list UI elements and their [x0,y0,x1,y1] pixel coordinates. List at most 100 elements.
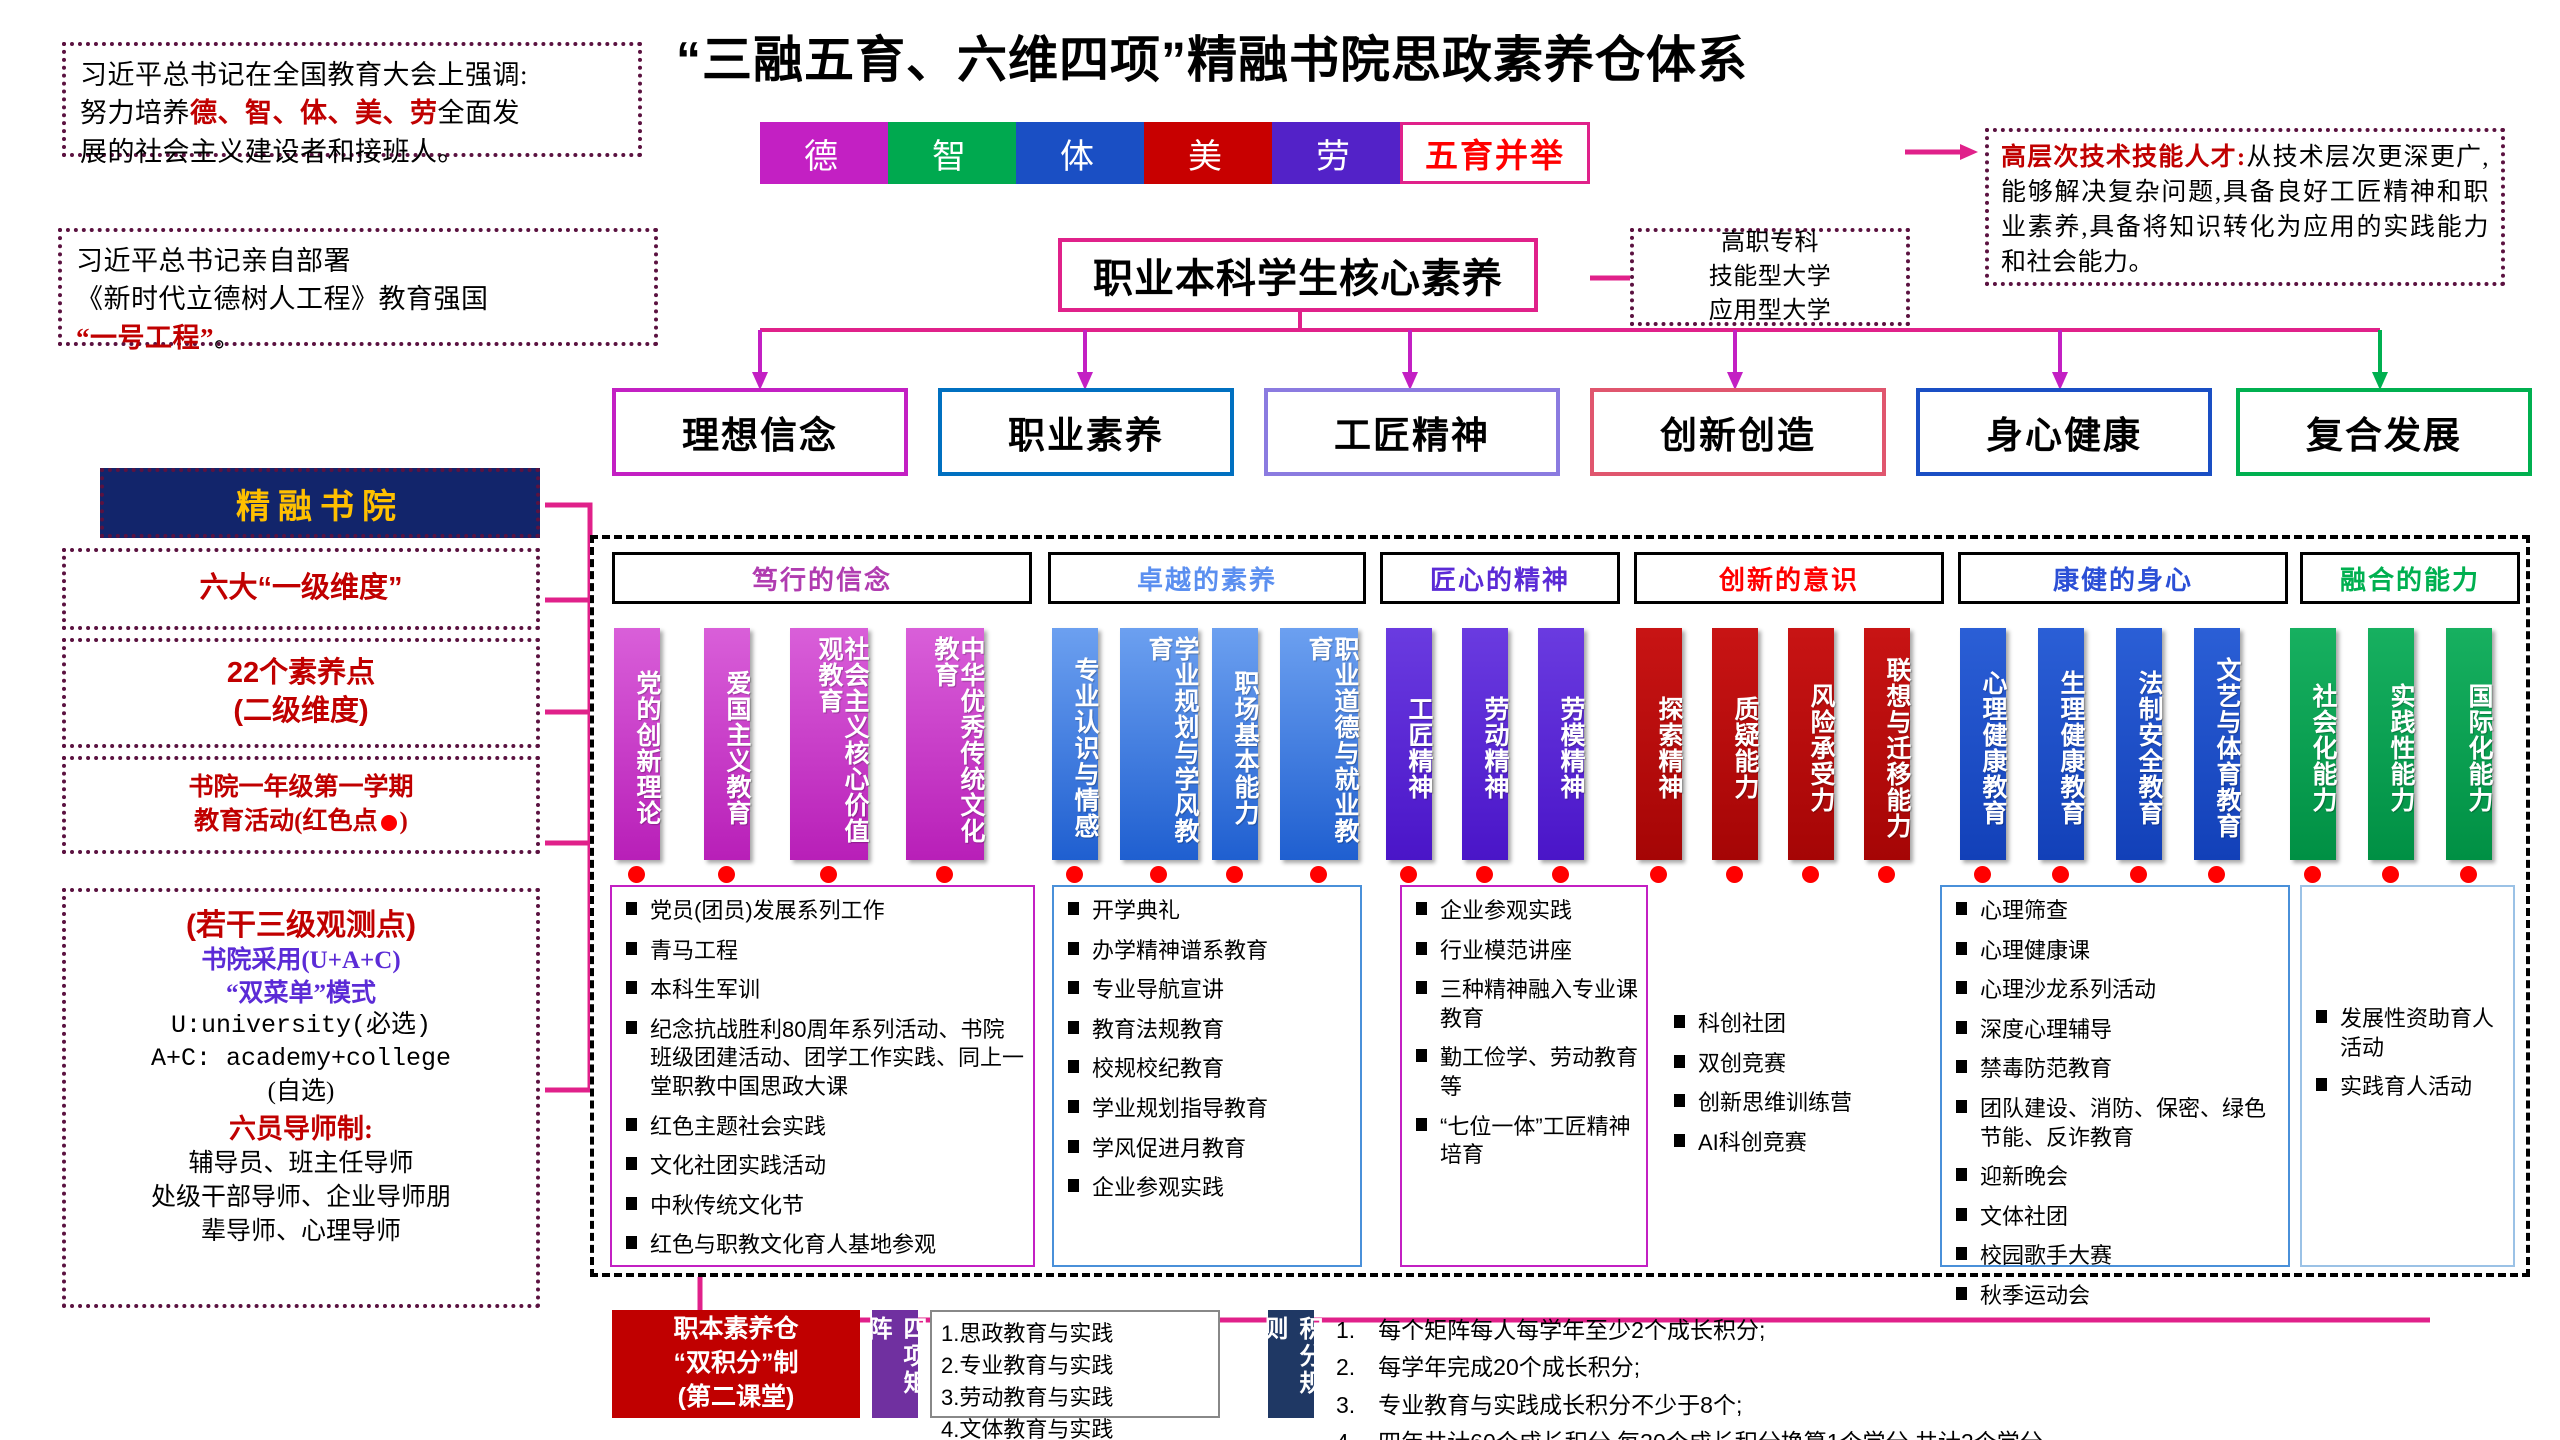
competency-bar-labor-spirit[interactable]: 劳动精神 [1462,628,1509,860]
list-item[interactable]: 禁毒防范教育 [1952,1055,2280,1084]
list-item[interactable]: 秋季运动会 [1952,1282,2280,1311]
competency-bar-socialization[interactable]: 社会化能力 [2290,628,2337,860]
competency-bar-legal-safety[interactable]: 法制安全教育 [2116,628,2163,860]
dimension-box-ideals[interactable]: 理想信念 [612,388,908,476]
dimension-box-professional[interactable]: 职业素养 [938,388,1234,476]
list-item[interactable]: 勤工俭学、劳动教育等 [1412,1044,1638,1101]
competency-bar-internationalization[interactable]: 国际化能力 [2446,628,2493,860]
footer-matrix-label: 四项矩阵 [864,1310,926,1418]
dimension-box-craftsmanship[interactable]: 工匠精神 [1264,388,1560,476]
competency-bar-practical-ability[interactable]: 实践性能力 [2368,628,2415,860]
list-item[interactable]: 心理沙龙系列活动 [1952,976,2280,1005]
competency-bar-risk-tolerance[interactable]: 风险承受力 [1788,628,1835,860]
list-item[interactable]: 党员(团员)发展系列工作 [622,897,1025,926]
list-item[interactable]: 开学典礼 [1064,897,1352,926]
list-item-label: 文化社团实践活动 [650,1153,827,1179]
group-header-innovation[interactable]: 创新的意识 [1634,552,1944,604]
list-item[interactable]: 学风促进月教育 [1064,1135,1352,1164]
quote-line-2-post: 全面发 [437,98,520,129]
competency-bar-physical-health[interactable]: 生理健康教育 [2038,628,2085,860]
bullet-square-icon [1068,902,1079,915]
competency-bar-traditional-culture[interactable]: 中华优秀传统文化教育 [906,628,985,860]
five-edu-cell-ti[interactable]: 体 [1016,122,1144,184]
list-item[interactable]: 校园歌手大赛 [1952,1242,2280,1271]
list-item[interactable]: 专业导航宣讲 [1064,976,1352,1005]
bullet-square-icon [1956,981,1967,995]
five-edu-cell-mei[interactable]: 美 [1144,122,1272,184]
footer-double-credit-box[interactable]: 职本素养仓 “双积分”制 (第二课堂) [612,1310,860,1418]
list-item[interactable]: 中秋传统文化节 [622,1192,1025,1221]
matrix-item: 1.思政教育与实践 [941,1321,1114,1346]
list-item[interactable]: AI科创竞赛 [1670,1129,1910,1158]
list-item[interactable]: 企业参观实践 [1064,1174,1352,1203]
list-item[interactable]: 迎新晚会 [1952,1163,2280,1192]
quote-line-2-highlight: 德、智、体、美、劳 [190,98,438,129]
competency-bar-association-transfer[interactable]: 联想与迁移能力 [1864,628,1911,860]
competency-bar-model-worker-spirit[interactable]: 劳模精神 [1538,628,1585,860]
list-item[interactable]: “七位一体”工匠精神培育 [1412,1113,1638,1170]
group-header-belief[interactable]: 笃行的信念 [612,552,1032,604]
dimension-box-health[interactable]: 身心健康 [1916,388,2212,476]
bullet-square-icon [1068,1139,1079,1153]
list-item[interactable]: 本科生军训 [622,976,1025,1005]
list-item[interactable]: 文化社团实践活动 [622,1152,1025,1181]
list-item-label: 校园歌手大赛 [1980,1243,2113,1269]
quote-line-1: 习近平总书记在全国教育大会上强调: [80,60,529,90]
five-edu-cell-zhi[interactable]: 智 [888,122,1016,184]
list-item[interactable]: 教育法规教育 [1064,1016,1352,1045]
page-title: “三融五育、六维四项”精融书院思政素养仓体系 [676,32,1748,88]
list-item[interactable]: 红色与职教文化育人基地参观 [622,1231,1025,1260]
list-item[interactable]: 企业参观实践 [1412,897,1638,926]
competency-bar-craftsman-spirit[interactable]: 工匠精神 [1386,628,1433,860]
sidebar-level1-box: 六大“一级维度” [62,548,540,630]
red-dot-icon [1400,866,1417,883]
list-item[interactable]: 科创社团 [1670,1010,1910,1039]
sidebar-term-line2: 教育活动(红色点) [194,805,408,839]
group-header-quality[interactable]: 卓越的素养 [1048,552,1366,604]
core-competency-box[interactable]: 职业本科学生核心素养 [1058,238,1538,312]
list-item[interactable]: 发展性资助育人活动 [2312,1005,2505,1062]
dimension-box-composite[interactable]: 复合发展 [2236,388,2532,476]
list-item[interactable]: 双创竞赛 [1670,1050,1910,1079]
list-item[interactable]: 心理筛查 [1952,897,2280,926]
list-item[interactable]: 纪念抗战胜利80周年系列活动、书院班级团建活动、团学工作实践、同上一堂职教中国思… [622,1016,1025,1102]
competency-bar-exploration[interactable]: 探索精神 [1636,628,1683,860]
five-edu-cell-lao[interactable]: 劳 [1272,122,1400,184]
list-item[interactable]: 创新思维训练营 [1670,1089,1910,1118]
dimension-box-innovation[interactable]: 创新创造 [1590,388,1886,476]
list-item[interactable]: 深度心理辅导 [1952,1016,2280,1045]
list-item[interactable]: 团队建设、消防、保密、绿色节能、反诈教育 [1952,1095,2280,1152]
competency-bar-patriotism[interactable]: 爱国主义教育 [704,628,751,860]
list-item[interactable]: 文体社团 [1952,1203,2280,1232]
list-item[interactable]: 红色主题社会实践 [622,1113,1025,1142]
list-item[interactable]: 行业模范讲座 [1412,937,1638,966]
list-item[interactable]: 办学精神谱系教育 [1064,937,1352,966]
list-item[interactable]: 三种精神融入专业课教育 [1412,976,1638,1033]
bullet-square-icon [626,1117,637,1131]
school-type-0: 高职专科 [1721,229,1819,256]
competency-bar-core-values[interactable]: 社会主义核心价值观教育 [790,628,869,860]
red-dot-icon [1552,866,1569,883]
list-item-label: 校规校纪教育 [1092,1056,1225,1082]
five-edu-cell-de[interactable]: 德 [760,122,888,184]
list-item[interactable]: 青马工程 [622,937,1025,966]
red-dot-icon [380,815,397,832]
competency-bar-arts-sports[interactable]: 文艺与体育教育 [2194,628,2241,860]
competency-bar-major-awareness[interactable]: 专业认识与情感 [1052,628,1099,860]
competency-bar-questioning[interactable]: 质疑能力 [1712,628,1759,860]
competency-bar-academic-planning[interactable]: 学业规划与学风教育 [1120,628,1199,860]
competency-bar-workplace-skills[interactable]: 职场基本能力 [1212,628,1259,860]
list-item[interactable]: 学业规划指导教育 [1064,1095,1352,1124]
competency-bar-mental-health[interactable]: 心理健康教育 [1960,628,2007,860]
list-item-label: 秋季运动会 [1980,1282,2091,1308]
group-header-health[interactable]: 康健的身心 [1958,552,2288,604]
group-header-integration[interactable]: 融合的能力 [2300,552,2520,604]
competency-bar-party-theory[interactable]: 党的创新理论 [614,628,661,860]
moral-line-1: 习近平总书记亲自部署 [76,246,351,276]
list-item[interactable]: 实践育人活动 [2312,1073,2505,1102]
list-item[interactable]: 校规校纪教育 [1064,1055,1352,1084]
bullet-square-icon [626,1236,637,1250]
list-item[interactable]: 心理健康课 [1952,937,2280,966]
group-header-craft[interactable]: 匠心的精神 [1380,552,1620,604]
competency-bar-professional-ethics[interactable]: 职业道德与就业教育 [1280,628,1359,860]
